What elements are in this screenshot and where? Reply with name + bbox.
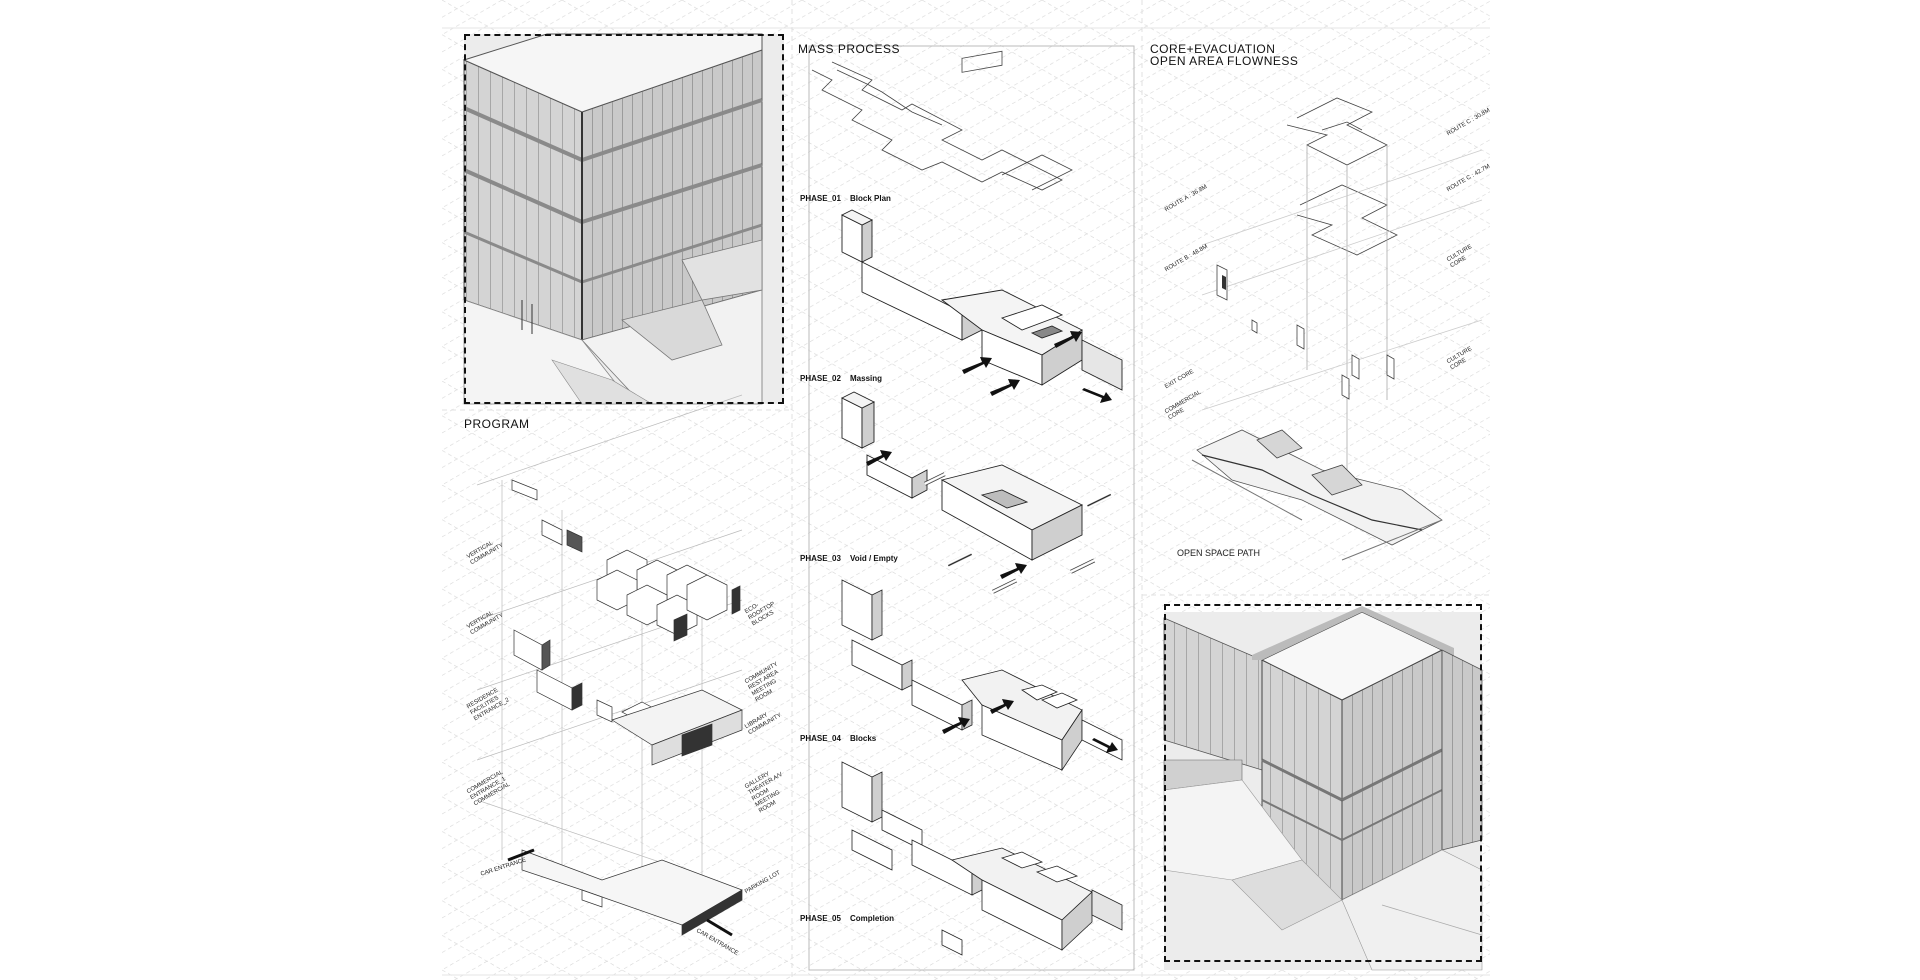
phase-01-name: Block Plan	[850, 194, 891, 203]
mass-phase-02	[840, 209, 1123, 391]
presentation-board: MASS PROCESS CORE+EVACUATION OPEN AREA F…	[442, 0, 1491, 980]
phase-03-number: PHASE_03	[800, 554, 841, 563]
phase-01-number: PHASE_01	[800, 194, 841, 203]
phase-04-number: PHASE_04	[800, 734, 841, 743]
mass-arrows-02	[962, 331, 1112, 403]
mass-process-title: MASS PROCESS	[798, 42, 901, 56]
open-area-title: OPEN AREA FLOWNESS	[1150, 54, 1299, 68]
phase-02-number: PHASE_02	[800, 374, 841, 383]
phase-05-number: PHASE_05	[800, 914, 841, 923]
mass-arrows-04	[942, 699, 1118, 753]
phase-04-name: Blocks	[850, 734, 877, 743]
program-title: PROGRAM	[464, 417, 530, 431]
phase-05-name: Completion	[850, 914, 894, 923]
phase-02-name: Massing	[850, 374, 883, 383]
facade-render-top	[462, 33, 784, 405]
mass-process-frame	[808, 45, 1135, 971]
board-drawing	[442, 0, 1490, 980]
phase-03-name: Void / Empty	[850, 554, 898, 563]
core-evacuation-title: CORE+EVACUATION	[1150, 42, 1276, 56]
mass-phase-04	[841, 579, 1123, 772]
program-diagram	[476, 394, 743, 937]
mass-phase-05	[841, 761, 1123, 956]
mass-phase-03	[840, 391, 1084, 561]
block-plan-outline	[811, 50, 1073, 191]
facade-render-bottom	[1163, 606, 1483, 971]
mass-arrows-03	[866, 450, 1113, 594]
core-evacuation-diagram	[1191, 97, 1483, 561]
open-space-path-label: OPEN SPACE PATH	[1177, 548, 1261, 558]
